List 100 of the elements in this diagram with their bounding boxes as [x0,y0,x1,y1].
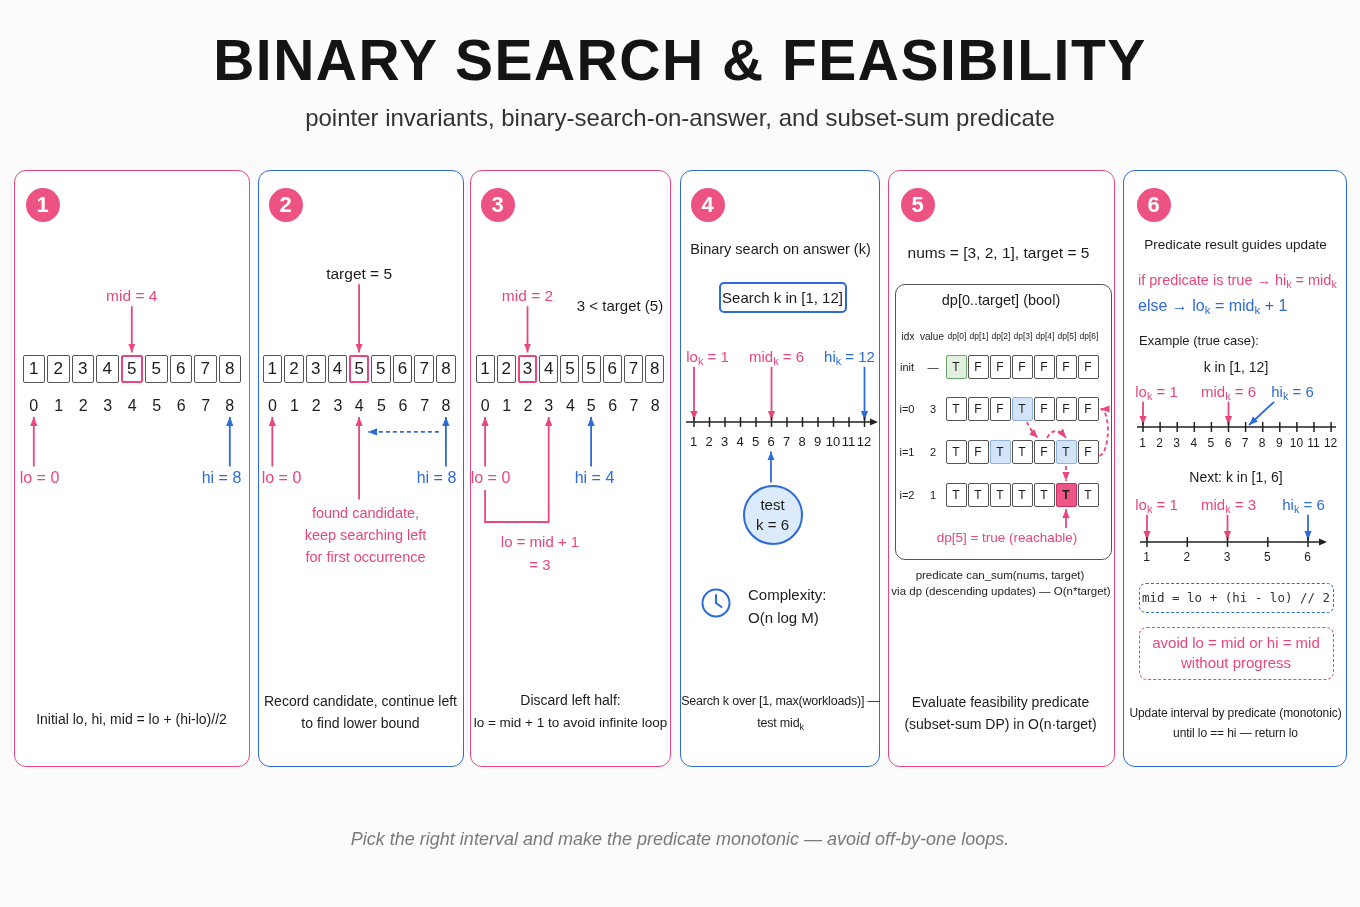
tick-label: 1 [689,434,698,450]
tick-label: 2 [1183,550,1191,565]
dp-cell: F [1055,355,1077,379]
dp-cell: F [967,397,989,421]
pointer-arrow [355,283,363,354]
step-number-badge: 1 [25,187,60,222]
example-heading: Example (true case): [1139,334,1259,349]
index-label: 6 [176,397,186,416]
result-note: dp[5] = true (reachable) [936,530,1078,546]
pointer-label: lo = 0 [19,468,60,487]
step-number-badge: 3 [480,187,515,222]
array-cell: 6 [392,354,413,383]
array-cell: 8 [645,354,665,383]
row-label: i=1 [899,446,915,459]
number-line [685,416,878,427]
number-line [1139,536,1327,547]
dp-table-panel [894,283,1112,560]
range-label: k in [1, 12] [1203,359,1269,376]
dp-cell: T [945,355,967,379]
search-range-box: Search k in [1, 12] [718,281,847,313]
array-cell: 7 [414,354,435,383]
tick-label: 6 [767,434,775,450]
index-label: 2 [523,397,533,416]
index-label: 0 [29,396,39,415]
annotation-text: found candidate, keep searching left for first occurrence [304,501,427,568]
index-label: 8 [225,396,235,415]
panel-heading: nums = [3, 2, 1], target = 5 [907,243,1090,262]
array-cell: 3 [71,354,94,383]
index-label: 3 [333,397,343,416]
column-header: dp[3] [1013,332,1033,342]
index-label: 1 [502,397,512,416]
pointer-arrow [860,365,869,421]
pointer-arrow [268,416,276,468]
index-label: 2 [78,397,88,416]
predicate-note: predicate can_sum(nums, target) [915,569,1085,583]
dp-cell: T [989,440,1011,464]
array-cell: 6 [602,354,622,383]
index-label: 1 [54,397,64,416]
dp-cell: F [967,440,989,464]
index-label: 0 [480,396,490,415]
array-cell: 2 [284,354,304,383]
dp-cell: T [1033,483,1055,507]
transition-arrow [1026,421,1039,439]
tick-label: 2 [705,434,713,450]
pointer-label: mid$_{k}$ = 3 [1201,495,1256,513]
index-label: 3 [103,397,113,416]
tick-label: 3 [1223,550,1231,565]
column-header: dp[0] [947,332,967,342]
index-label: 8 [441,396,451,415]
array-cell: 5 [371,354,391,383]
array-cell: 8 [218,354,241,383]
dp-cell: F [989,397,1011,421]
warning-note: avoid lo = mid or hi = mid without progress [1138,626,1334,680]
index-label: 7 [629,397,639,416]
pointer-arrow [481,416,489,468]
dp-cell: F [1011,355,1033,379]
array-cell: 4 [96,354,119,383]
column-header: dp[2] [991,332,1011,342]
step-panel [470,170,671,767]
dp-cell: T [1055,483,1077,507]
index-label: 4 [127,397,137,416]
tick-label: 1 [1139,436,1146,451]
tick-label: 11 [1307,436,1320,451]
step-panel [888,170,1115,767]
tick-label: 4 [1190,436,1198,451]
complexity-note: Complexity: O(n log M) [748,585,828,628]
pointer-arrow [128,305,136,354]
tick-label: 6 [1224,436,1232,451]
pointer-arrow [767,450,775,484]
dp-cell: T [967,483,989,507]
index-label: 8 [650,397,660,416]
array-cell: 5 [581,354,601,383]
tick-label: 7 [1241,436,1249,451]
dp-cell: T [1011,440,1033,464]
comparison-note: 3 < target (5) [576,297,664,315]
step-panel [14,170,250,767]
dp-cell: F [967,355,989,379]
row-label: — [927,361,939,374]
panel-caption: Discard left half: [520,691,621,708]
row-label: 1 [929,489,937,502]
pointer-arrow [355,416,363,501]
row-label: i=2 [899,489,915,502]
pointer-label: lo = 0 [261,468,302,487]
main-title: BINARY SEARCH & FEASIBILITY [213,28,1147,94]
row-label: init [899,361,915,374]
panel-heading: Predicate result guides update [1144,236,1327,252]
pointer-arrow [1062,508,1070,529]
array-cell: 3 [305,354,326,383]
pointer-arrow [523,305,532,354]
panel-caption: Record candidate, continue left to find lower bound [263,691,458,733]
array-cell: 4 [327,354,348,383]
tick-label: 8 [1258,436,1266,451]
transition-arrow [1046,428,1067,439]
column-header: idx [901,331,915,343]
dp-cell: F [1055,397,1077,421]
tick-label: 3 [1173,436,1181,451]
pointer-label: hi = 8 [201,468,242,487]
table-title: dp[0..target] (bool) [941,292,1061,309]
pointer-label: hi$_{k}$ = 12 [824,347,875,365]
transition-arrow [1098,408,1111,457]
